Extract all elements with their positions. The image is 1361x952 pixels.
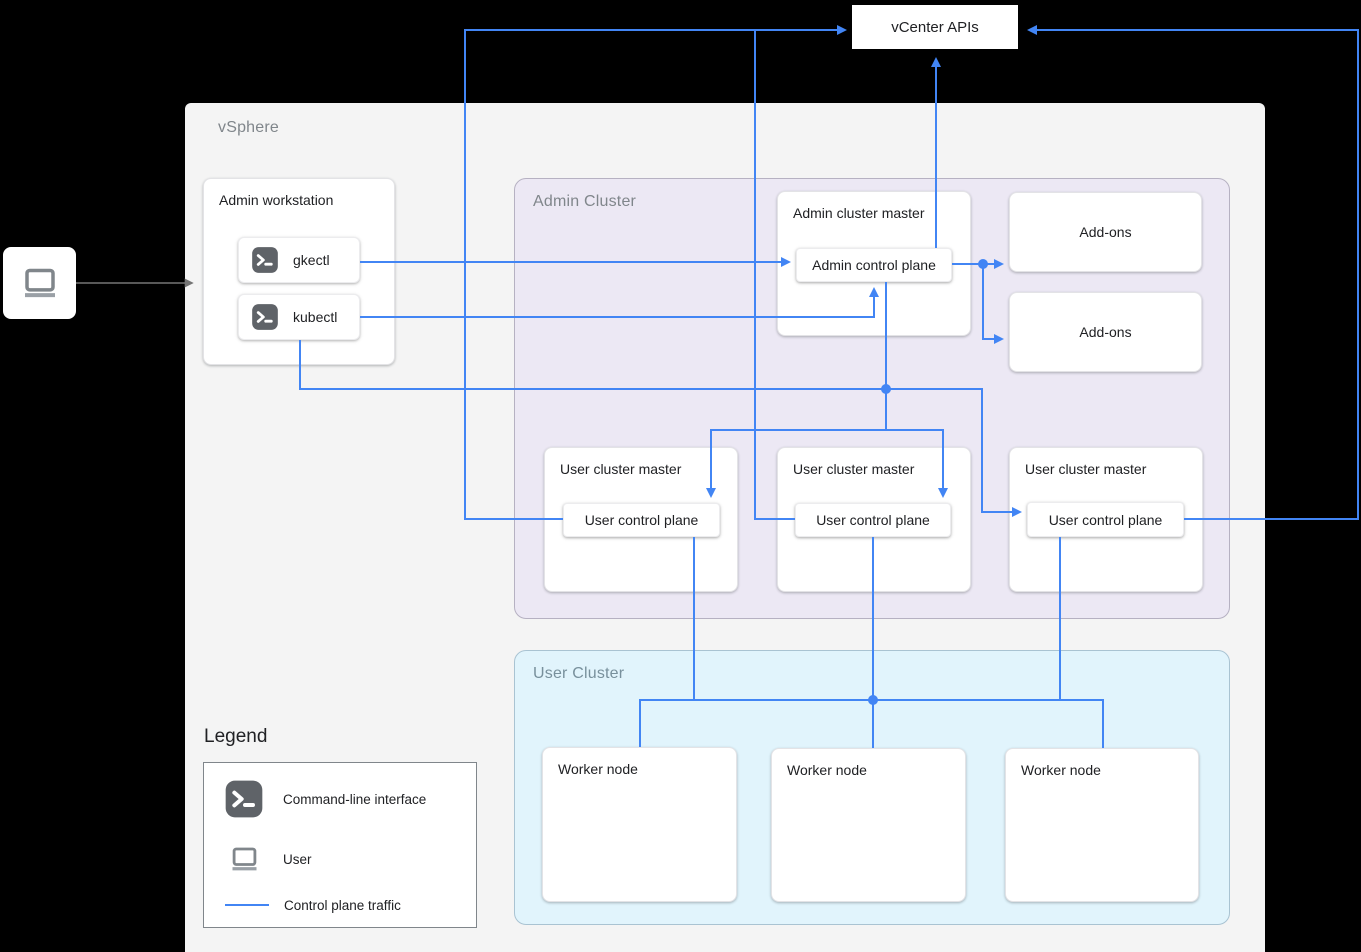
control-plane-traffic-line bbox=[225, 904, 269, 906]
user-cluster-master-title: User cluster master bbox=[1025, 461, 1147, 477]
user-device-card bbox=[3, 247, 76, 319]
user-cluster-label: User Cluster bbox=[533, 665, 625, 682]
user-control-plane-label: User control plane bbox=[584, 512, 699, 528]
admin-workstation-title: Admin workstation bbox=[219, 192, 334, 208]
user-control-plane-label: User control plane bbox=[1048, 511, 1163, 528]
worker-node-label: Worker node bbox=[787, 762, 867, 778]
legend-label: Control plane traffic bbox=[284, 897, 401, 913]
admin-control-plane-label: Admin control plane bbox=[812, 257, 936, 273]
worker-node-card: Worker node bbox=[1005, 748, 1199, 902]
user-control-plane-card: User control plane bbox=[563, 503, 720, 537]
worker-node-card: Worker node bbox=[771, 748, 966, 902]
vcenter-apis-box: vCenter APIs bbox=[852, 5, 1018, 49]
user-control-plane-card: User control plane bbox=[795, 503, 951, 537]
admin-cluster-master-title: Admin cluster master bbox=[793, 205, 925, 221]
addons-card: Add-ons bbox=[1009, 192, 1202, 272]
user-cluster-master-title: User cluster master bbox=[560, 461, 682, 477]
terminal-icon bbox=[225, 780, 263, 818]
kubectl-label: kubectl bbox=[293, 309, 338, 325]
worker-node-label: Worker node bbox=[1021, 762, 1101, 778]
legend-label: User bbox=[283, 851, 312, 867]
legend-item-cli: Command-line interface bbox=[204, 777, 476, 821]
worker-node-label: Worker node bbox=[558, 761, 638, 777]
terminal-icon bbox=[252, 304, 278, 330]
gkectl-label: gkectl bbox=[293, 252, 330, 268]
admin-control-plane-card: Admin control plane bbox=[796, 248, 952, 282]
addons-card: Add-ons bbox=[1009, 292, 1202, 372]
user-control-plane-label: User control plane bbox=[816, 512, 930, 528]
legend-title: Legend bbox=[204, 726, 268, 747]
worker-node-card: Worker node bbox=[542, 747, 737, 902]
addons-label: Add-ons bbox=[1079, 224, 1132, 240]
user-cluster-master-title: User cluster master bbox=[793, 461, 915, 477]
addons-label: Add-ons bbox=[1079, 324, 1132, 340]
vsphere-label: vSphere bbox=[218, 119, 279, 136]
laptop-icon bbox=[232, 847, 257, 871]
admin-cluster-label: Admin Cluster bbox=[533, 193, 637, 210]
vcenter-apis-label: vCenter APIs bbox=[891, 18, 979, 36]
legend-label: Command-line interface bbox=[283, 791, 427, 807]
kubectl-card: kubectl bbox=[238, 294, 360, 340]
legend-box: Command-line interface User Control plan… bbox=[203, 762, 477, 928]
laptop-icon bbox=[24, 268, 55, 298]
user-control-plane-card: User control plane bbox=[1027, 502, 1184, 537]
legend-item-user: User bbox=[204, 839, 476, 879]
gkectl-card: gkectl bbox=[238, 237, 360, 283]
legend-item-traffic: Control plane traffic bbox=[204, 891, 476, 919]
terminal-icon bbox=[252, 247, 278, 273]
